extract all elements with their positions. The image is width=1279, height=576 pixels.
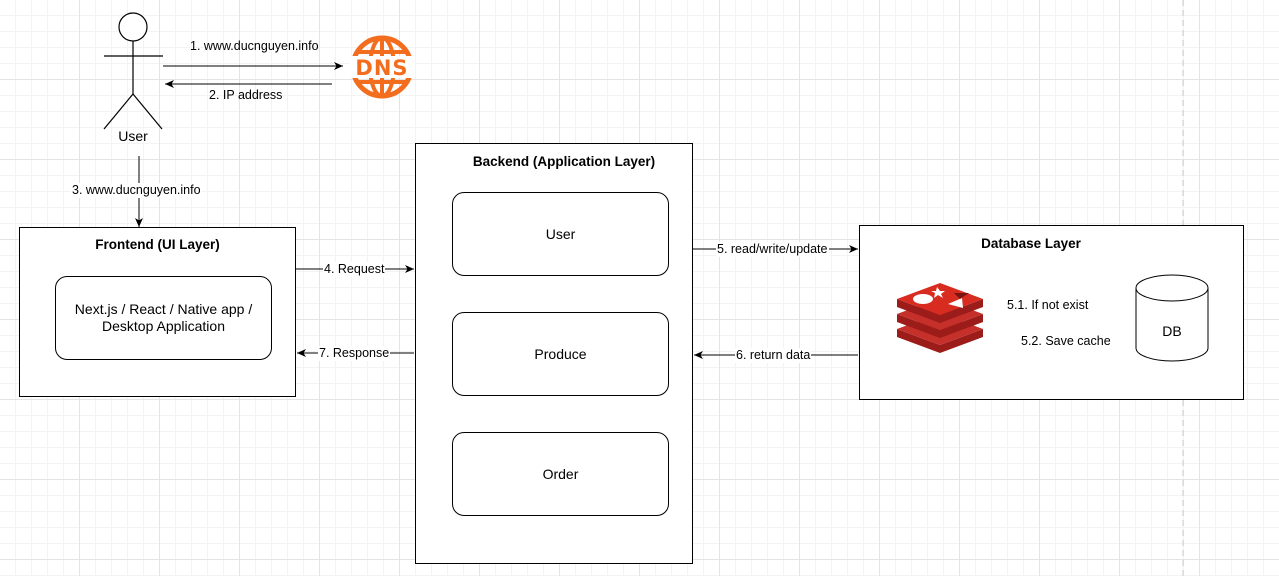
- db-label: DB: [1162, 323, 1182, 339]
- backend-module-order[interactable]: Order: [452, 432, 669, 516]
- edge-7-label: 7. Response: [318, 346, 391, 361]
- backend-title: Backend (Application Layer): [472, 154, 656, 169]
- edge-6-label: 6. return data: [735, 348, 812, 363]
- svg-text:DNS: DNS: [355, 56, 408, 80]
- dns-icon: DNS: [348, 33, 416, 101]
- backend-module-produce[interactable]: Produce: [452, 312, 669, 396]
- frontend-title: Frontend (UI Layer): [95, 237, 220, 252]
- backend-layer[interactable]: Backend (Application Layer) User Produce…: [415, 143, 693, 564]
- database-cylinder[interactable]: DB: [1135, 274, 1209, 362]
- database-cylinder-icon: [1135, 274, 1209, 362]
- edge-2-label: 2. IP address: [209, 88, 283, 102]
- backend-module-user[interactable]: User: [452, 192, 669, 276]
- frontend-app-box[interactable]: Next.js / React / Native app / Desktop A…: [55, 276, 272, 360]
- edge-51-label: 5.1. If not exist: [1007, 298, 1089, 312]
- redis-cache-icon: [894, 277, 986, 357]
- edge-1-label: 1. www.ducnguyen.info: [190, 39, 319, 53]
- frontend-app-label: Next.js / React / Native app / Desktop A…: [74, 301, 253, 334]
- edge-4-label: 4. Request: [323, 262, 386, 277]
- edge-3-label: 3. www.ducnguyen.info: [71, 183, 202, 198]
- edge-52-label: 5.2. Save cache: [1021, 334, 1111, 348]
- stick-figure-icon: [103, 12, 163, 130]
- user-actor[interactable]: User: [100, 10, 180, 150]
- database-title: Database Layer: [981, 236, 1081, 251]
- user-label: User: [118, 128, 148, 144]
- frontend-layer[interactable]: Frontend (UI Layer) Next.js / React / Na…: [19, 227, 296, 397]
- edge-5-label: 5. read/write/update: [716, 242, 829, 257]
